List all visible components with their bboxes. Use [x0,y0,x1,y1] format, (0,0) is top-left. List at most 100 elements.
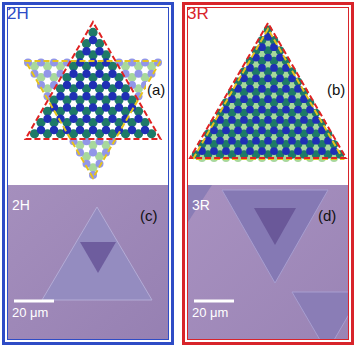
atom [270,85,278,93]
atom [76,126,84,134]
atom [282,106,290,114]
atom [89,103,97,111]
atom [246,126,254,134]
panel-heading: 3R [187,5,209,24]
atom [121,92,129,100]
lattice-3r [190,23,346,162]
atom [264,54,272,62]
micrograph-2h [8,185,170,339]
atom [76,58,84,66]
atom [76,81,84,89]
atom [246,106,254,114]
atom [89,81,97,89]
atom [82,115,90,123]
atom [50,126,58,134]
atom [102,126,110,134]
atom [102,58,110,66]
atom [294,126,302,134]
atom [258,64,266,72]
atom [270,126,278,134]
atom [276,137,284,145]
stacking-triangle [26,61,161,178]
atom [89,126,97,134]
atom [252,116,260,124]
atom [141,58,149,66]
atom [102,81,110,89]
stacking-triangle [26,22,161,139]
atom [294,85,302,93]
atom [204,137,212,145]
atom [300,116,308,124]
scale-label: 20 μm [12,306,48,320]
atom [95,47,103,55]
panel-letter: (a) [146,82,166,99]
atom [258,85,266,93]
atom [252,95,260,103]
atom [222,147,230,155]
atom [82,70,90,78]
atom [135,70,143,78]
atom [134,115,142,123]
atom [82,47,90,55]
stacking-triangle [193,29,343,159]
atom [115,103,123,111]
stacking-triangle [190,23,346,158]
atom [276,95,284,103]
atom [252,74,260,82]
atom [44,70,52,78]
atom [264,95,272,103]
atom [288,137,296,145]
atom [240,116,248,124]
atom [240,137,248,145]
photo-label: 2H [12,198,30,213]
atom [50,58,58,66]
atom [306,126,314,134]
atom [222,106,230,114]
atom [276,116,284,124]
atom [258,147,266,155]
atom [228,116,236,124]
lattice-2h [24,22,162,179]
atom [252,137,260,145]
atom [69,115,77,123]
panel-letter: (b) [326,82,346,99]
atom [69,70,77,78]
atom [276,54,284,62]
atom [141,126,149,134]
atom [63,81,71,89]
atom [264,137,272,145]
atom [234,147,242,155]
atom [306,147,314,155]
atom [240,95,248,103]
atom [76,103,84,111]
atom [56,92,64,100]
atom [312,116,320,124]
micrograph-panel: 3R(d)20 μm [188,185,350,339]
atom [312,137,320,145]
atom [264,116,272,124]
panel-frame: 3R (b) 3R(d)20 μm [182,2,354,345]
atom [234,106,242,114]
atom [294,147,302,155]
atom [246,85,254,93]
atom [258,106,266,114]
atom [240,74,248,82]
atom [95,92,103,100]
atom [246,147,254,155]
atom [108,115,116,123]
atom [102,103,110,111]
atom [43,115,51,123]
atom [288,95,296,103]
atom [276,74,284,82]
atom [210,147,218,155]
atom [282,126,290,134]
panel-letter: (c) [140,208,158,225]
panel-heading: 2H [7,5,29,24]
panel-frame: 2H (a) 2H (c) 20 μm [2,2,174,345]
micrograph-3r [188,185,350,339]
atom [228,137,236,145]
atom [330,147,338,155]
atom [282,147,290,155]
atom [270,147,278,155]
atom [270,64,278,72]
